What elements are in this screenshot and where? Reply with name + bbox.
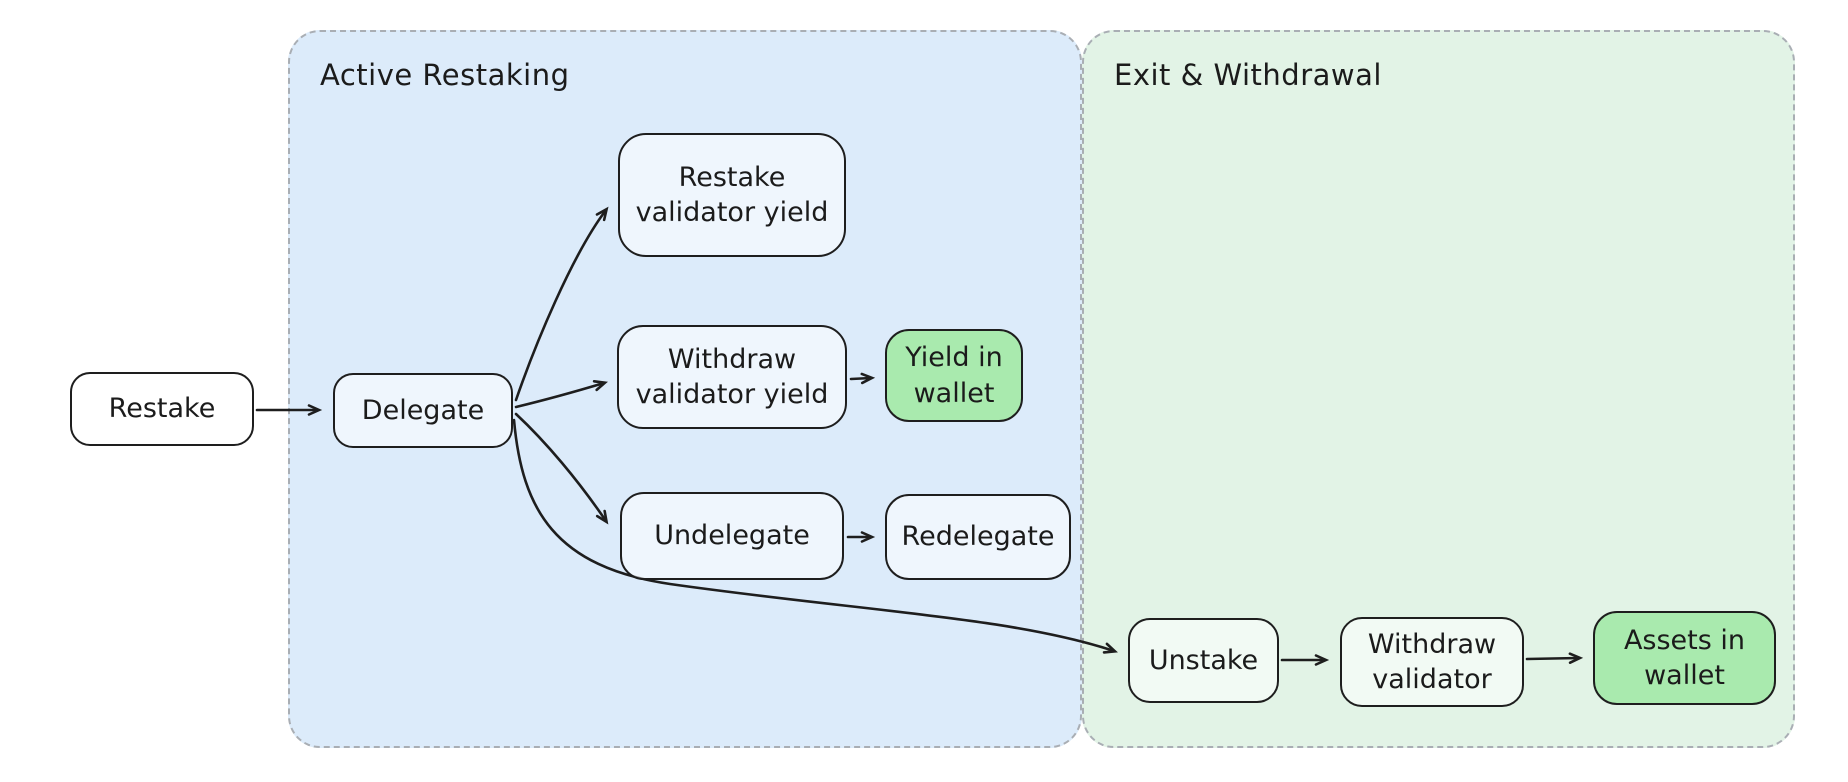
node-withdraw-validator-label: Withdraw validator (1367, 628, 1497, 695)
node-unstake: Unstake (1128, 618, 1279, 703)
node-redelegate: Redelegate (885, 494, 1071, 580)
node-restake-label: Restake (108, 393, 216, 425)
node-undelegate: Undelegate (620, 492, 844, 580)
node-assets-in-wallet: Assets in wallet (1593, 611, 1776, 705)
node-withdraw-validator: Withdraw validator (1340, 617, 1524, 707)
node-undelegate-label: Undelegate (654, 520, 810, 552)
node-withdraw-validator-yield-label: Withdraw validator yield (635, 343, 829, 410)
container-title-exit-withdrawal: Exit & Withdrawal (1114, 58, 1382, 92)
node-delegate: Delegate (333, 373, 513, 448)
node-withdraw-validator-yield: Withdraw validator yield (617, 325, 847, 429)
node-restake: Restake (70, 372, 254, 446)
node-yield-in-wallet: Yield in wallet (885, 329, 1023, 422)
node-assets-in-wallet-label: Assets in wallet (1623, 624, 1746, 691)
node-unstake-label: Unstake (1148, 644, 1259, 676)
container-title-active-restaking: Active Restaking (320, 58, 570, 92)
node-restake-validator-yield-label: Restake validator yield (635, 161, 829, 228)
node-yield-in-wallet-label: Yield in wallet (905, 342, 1003, 409)
node-delegate-label: Delegate (361, 394, 485, 426)
node-restake-validator-yield: Restake validator yield (618, 133, 846, 257)
node-redelegate-label: Redelegate (901, 521, 1055, 553)
